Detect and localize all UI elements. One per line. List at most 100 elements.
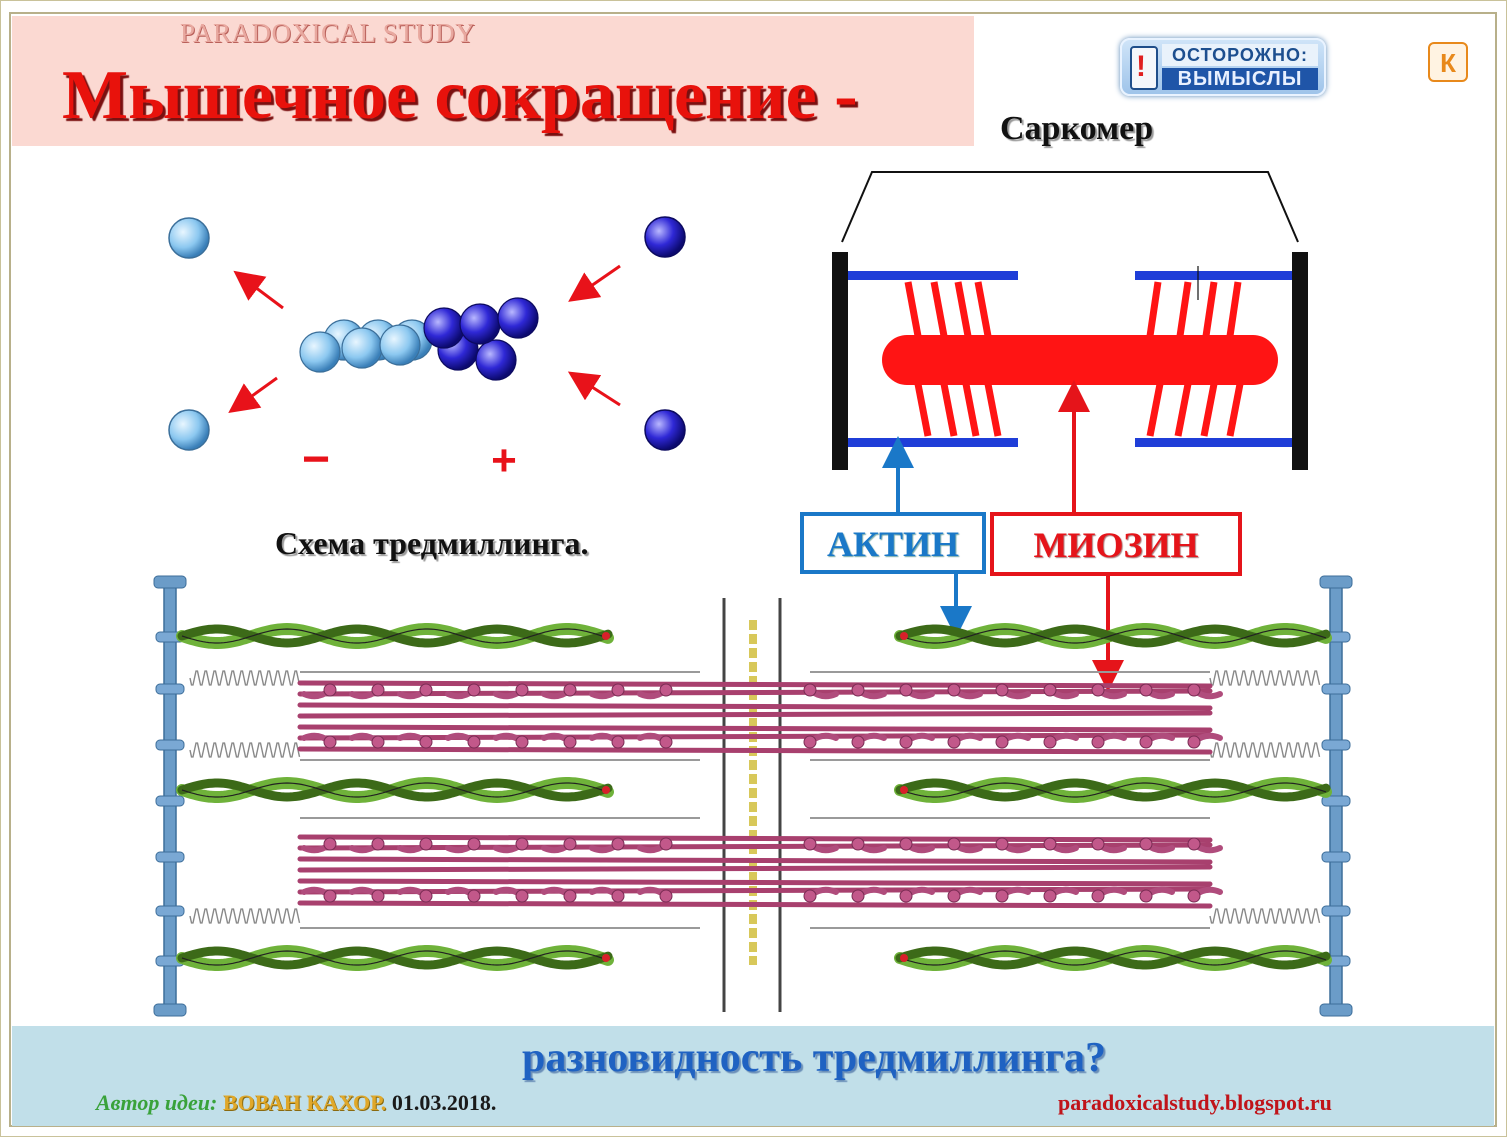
myosin-head-knob bbox=[323, 889, 337, 903]
actin-filament bbox=[1135, 438, 1292, 447]
myosin-head-knob bbox=[1187, 889, 1201, 903]
actin-end-marker bbox=[900, 632, 908, 640]
myosin-head-knob bbox=[515, 683, 529, 697]
myosin-head-knob bbox=[851, 683, 865, 697]
myosin-head-knob bbox=[419, 837, 433, 851]
actin-filament bbox=[848, 271, 1018, 280]
author-date: 01.03.2018. bbox=[391, 1090, 497, 1115]
exclamation-icon: ! bbox=[1130, 46, 1158, 90]
myosin-head-knob bbox=[419, 735, 433, 749]
myosin-rod bbox=[297, 680, 1213, 689]
treadmilling-caption: Схема тредмиллинга. bbox=[275, 525, 589, 561]
myosin-head-knob bbox=[563, 735, 577, 749]
k-logo-icon[interactable]: К bbox=[1428, 42, 1468, 82]
myosin-head-knob bbox=[611, 735, 625, 749]
myosin-head-knob bbox=[611, 889, 625, 903]
myosin-head-knob bbox=[1091, 683, 1105, 697]
myosin-head-knob bbox=[995, 683, 1009, 697]
actin-end-marker bbox=[602, 632, 610, 640]
actin-end-marker bbox=[900, 786, 908, 794]
author-name: ВОВАН КАХОР. bbox=[222, 1090, 387, 1115]
free-subunit-light bbox=[168, 409, 210, 451]
plus-end-sign: + bbox=[491, 436, 517, 485]
myosin-head-knob bbox=[371, 735, 385, 749]
myosin-rod bbox=[297, 746, 1213, 755]
actin-end-marker bbox=[900, 954, 908, 962]
titin-spring bbox=[1209, 742, 1321, 758]
titin-spring bbox=[189, 742, 301, 758]
myosin-head-knob bbox=[419, 683, 433, 697]
myosin-head-knob bbox=[851, 889, 865, 903]
myosin-head-knob bbox=[1043, 837, 1057, 851]
myosin-filament bbox=[882, 335, 1278, 385]
titin-spring bbox=[1209, 670, 1321, 686]
myosin-head-knob bbox=[851, 735, 865, 749]
myosin-head-knob bbox=[1187, 735, 1201, 749]
myosin-head-knob bbox=[1043, 735, 1057, 749]
slide-title: Мышечное сокращение - bbox=[62, 57, 858, 134]
myosin-rod bbox=[297, 702, 1213, 711]
myosin-head-knob bbox=[947, 683, 961, 697]
myosin-heads bbox=[904, 281, 1244, 437]
myosin-head-knob bbox=[803, 837, 817, 851]
myosin-head-knob bbox=[371, 889, 385, 903]
actin-filament-model bbox=[299, 297, 539, 381]
titin-spring bbox=[1209, 908, 1321, 924]
z-disc-right bbox=[1292, 252, 1308, 470]
myosin-head-knob bbox=[995, 735, 1009, 749]
myosin-head-knob bbox=[1043, 683, 1057, 697]
myosin-rod bbox=[297, 900, 1213, 909]
site-link[interactable]: paradoxicalstudy.blogspot.ru bbox=[1058, 1090, 1332, 1115]
warning-badge[interactable]: ! ОСТОРОЖНО: ВЫМЫСЛЫ bbox=[1120, 38, 1326, 96]
myosin-head-knob bbox=[1187, 683, 1201, 697]
myosin-rod bbox=[297, 864, 1213, 873]
free-subunit-dark bbox=[644, 216, 686, 258]
myosin-head-knob bbox=[371, 837, 385, 851]
minus-end-sign: − bbox=[302, 433, 330, 486]
free-subunit-dark bbox=[644, 409, 686, 451]
myosin-head-knob bbox=[515, 837, 529, 851]
free-subunit-light bbox=[168, 217, 210, 259]
myosin-head-knob bbox=[323, 837, 337, 851]
warning-bottom-text: ВЫМЫСЛЫ bbox=[1162, 68, 1318, 90]
myosin-head-knob bbox=[563, 889, 577, 903]
myosin-head-knob bbox=[1139, 837, 1153, 851]
myosin-head-knob bbox=[899, 889, 913, 903]
header-band bbox=[12, 16, 974, 146]
myosin-head-knob bbox=[1187, 837, 1201, 851]
arrow-icon bbox=[568, 264, 621, 302]
myosin-head-knob bbox=[803, 683, 817, 697]
myosin-head-knob bbox=[947, 735, 961, 749]
myosin-head-knob bbox=[947, 837, 961, 851]
myosin-head-knob bbox=[899, 683, 913, 697]
actin-label-box: АКТИН bbox=[800, 512, 986, 574]
myosin-head-knob bbox=[659, 683, 673, 697]
myosin-head-knob bbox=[1091, 889, 1105, 903]
myosin-head-knob bbox=[803, 735, 817, 749]
author-line: Автор идеи: ВОВАН КАХОР. 01.03.2018. bbox=[96, 1090, 496, 1116]
myosin-thick-filaments bbox=[297, 680, 1223, 909]
titin-spring bbox=[189, 908, 301, 924]
myosin-head-knob bbox=[467, 889, 481, 903]
myosin-head-knob bbox=[803, 889, 817, 903]
myosin-head-knob bbox=[947, 889, 961, 903]
myosin-head-knob bbox=[899, 735, 913, 749]
myosin-head-knob bbox=[323, 735, 337, 749]
titin-line bbox=[300, 671, 700, 929]
myosin-head-knob bbox=[1139, 889, 1153, 903]
myosin-rod bbox=[297, 834, 1213, 843]
footer-question: разновидность тредмиллинга? bbox=[522, 1035, 1106, 1081]
arrow-icon bbox=[567, 371, 621, 407]
myosin-head-knob bbox=[851, 837, 865, 851]
myosin-head-knob bbox=[467, 683, 481, 697]
z-line-left bbox=[153, 575, 187, 1017]
myosin-head-knob bbox=[899, 837, 913, 851]
myosin-head-knob bbox=[515, 889, 529, 903]
actin-helices bbox=[176, 622, 1332, 972]
myosin-head-knob bbox=[995, 837, 1009, 851]
brand-label: PARADOXICAL STUDY bbox=[180, 18, 476, 48]
z-disc-left bbox=[832, 252, 848, 470]
actin-filament bbox=[1135, 271, 1292, 280]
sarcomere-diagram bbox=[832, 171, 1308, 470]
